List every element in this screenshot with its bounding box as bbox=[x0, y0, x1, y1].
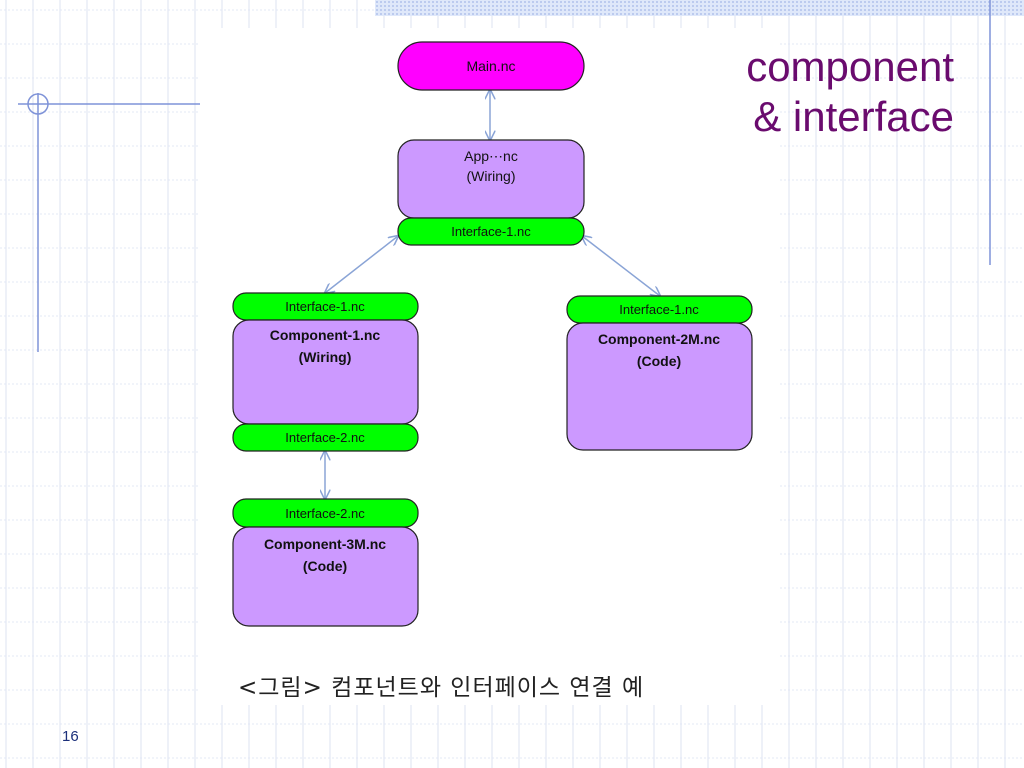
slide-title-line2: & interface bbox=[753, 93, 954, 140]
top-decorative-band bbox=[375, 0, 1024, 16]
edge-interface1-component1 bbox=[325, 236, 398, 293]
component3m-node: Component-3M.nc (Code) bbox=[232, 526, 419, 627]
component1-bottom-interface-label: Interface-2.nc bbox=[285, 430, 365, 445]
component1-role: (Wiring) bbox=[299, 349, 352, 365]
app-interface-label: Interface-1.nc bbox=[451, 224, 531, 239]
component1-top-interface-node: Interface-1.nc bbox=[232, 292, 419, 321]
app-node-role: (Wiring) bbox=[467, 168, 516, 184]
app-node: App⋯nc (Wiring) bbox=[397, 139, 585, 219]
component2m-interface-node: Interface-1.nc bbox=[566, 295, 753, 324]
component1-top-interface-label: Interface-1.nc bbox=[285, 299, 365, 314]
component1-node: Component-1.nc (Wiring) bbox=[232, 319, 419, 425]
component2m-label: Component-2M.nc bbox=[598, 331, 720, 347]
figure-caption: <그림> 컴포넌트와 인터페이스 연결 예 bbox=[238, 675, 645, 701]
component1-label: Component-1.nc bbox=[270, 327, 381, 343]
component2m-interface-label: Interface-1.nc bbox=[619, 302, 699, 317]
main-node: Main.nc bbox=[397, 41, 585, 91]
component1-bottom-interface-node: Interface-2.nc bbox=[232, 423, 419, 452]
slide-title: component & interface bbox=[746, 42, 954, 142]
component3m-interface-node: Interface-2.nc bbox=[232, 498, 419, 528]
edge-interface1-component2m bbox=[582, 236, 660, 296]
component2m-role: (Code) bbox=[637, 353, 681, 369]
component3m-label: Component-3M.nc bbox=[264, 536, 386, 552]
app-node-label: App⋯nc bbox=[464, 148, 518, 164]
app-interface-node: Interface-1.nc bbox=[397, 217, 585, 246]
slide-title-line1: component bbox=[746, 43, 954, 90]
component3m-interface-label: Interface-2.nc bbox=[285, 506, 365, 521]
page-number: 16 bbox=[62, 728, 79, 745]
main-node-label: Main.nc bbox=[466, 58, 515, 74]
component2m-node: Component-2M.nc (Code) bbox=[566, 322, 753, 451]
component3m-role: (Code) bbox=[303, 558, 347, 574]
